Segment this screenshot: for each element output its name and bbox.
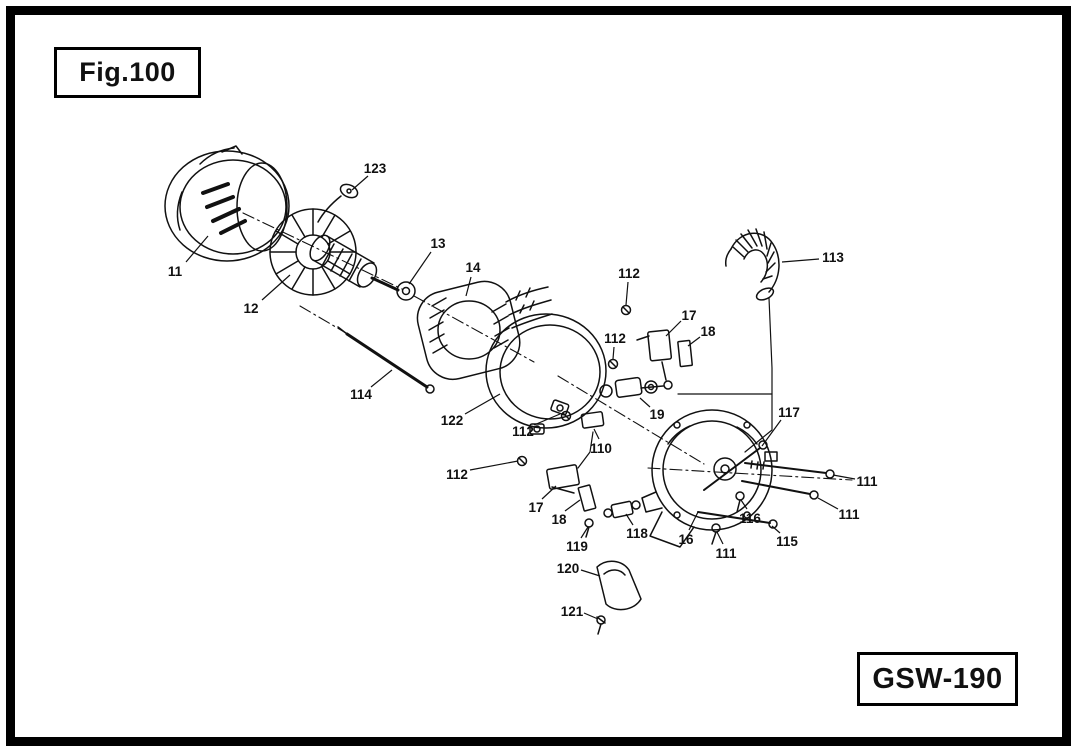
part-label-116: 116 xyxy=(739,511,761,526)
leader-line-123 xyxy=(351,175,369,191)
part-label-17: 17 xyxy=(681,308,696,323)
armature-shaft xyxy=(309,234,400,292)
leader-line-118 xyxy=(625,513,634,526)
model-label-box: GSW-190 xyxy=(857,652,1018,706)
part-label-12: 12 xyxy=(243,301,258,316)
part-label-112: 112 xyxy=(512,424,534,439)
figure-label-box: Fig.100 xyxy=(54,47,201,98)
part-label-117: 117 xyxy=(778,405,800,420)
part-label-11: 11 xyxy=(168,264,183,279)
housing-tube xyxy=(485,313,607,435)
leader-line-119 xyxy=(580,526,589,539)
model-label: GSW-190 xyxy=(872,662,1003,695)
part-label-121: 121 xyxy=(561,604,584,619)
part-label-115: 115 xyxy=(776,534,798,549)
leader-line-17 xyxy=(665,320,682,337)
part-label-111: 111 xyxy=(838,507,860,522)
stator xyxy=(416,280,553,381)
brush-holder-lower xyxy=(546,431,597,512)
screws-112 xyxy=(516,304,632,467)
part-label-16: 16 xyxy=(678,532,694,547)
fan-rotor xyxy=(269,208,357,296)
leader-line-116 xyxy=(740,499,748,510)
leader-line-113 xyxy=(781,258,820,263)
part-label-118: 118 xyxy=(626,526,648,541)
leader-line-112 xyxy=(533,413,561,426)
rod xyxy=(337,326,435,394)
brush-holder-upper xyxy=(636,329,693,381)
leader-line-117 xyxy=(761,419,782,447)
part-label-18: 18 xyxy=(551,512,567,527)
figure-label: Fig.100 xyxy=(79,57,176,87)
flexible-hose xyxy=(677,228,780,453)
part-label-113: 113 xyxy=(822,250,844,265)
leader-line-121 xyxy=(583,612,599,620)
leader-line-11 xyxy=(185,235,209,263)
leader-line-13 xyxy=(408,251,432,285)
leader-line-112 xyxy=(625,281,629,306)
leader-line-16 xyxy=(688,511,699,531)
leader-line-120 xyxy=(580,569,601,577)
part-label-119: 119 xyxy=(566,539,588,554)
part-label-112: 112 xyxy=(604,331,626,346)
leader-line-114 xyxy=(370,369,393,388)
part-labels-layer: 123 11 12 13 14 112 17 18 112 113 114 122 112 110 19 11… xyxy=(168,161,878,620)
leader-line-17 xyxy=(541,485,557,500)
wire-clip xyxy=(317,183,359,223)
leader-line-18 xyxy=(687,336,701,347)
part-label-112: 112 xyxy=(618,266,640,281)
part-label-19: 19 xyxy=(649,407,664,422)
end-bell-housing xyxy=(164,145,290,262)
leader-line-111 xyxy=(817,497,839,510)
small-fasteners xyxy=(584,491,745,635)
bearing xyxy=(396,281,416,301)
leader-line-110 xyxy=(593,428,600,440)
connector-118 xyxy=(603,500,641,519)
part-label-111: 111 xyxy=(715,546,737,561)
leader-line-111 xyxy=(716,531,724,545)
part-label-17: 17 xyxy=(528,500,543,515)
part-label-112: 112 xyxy=(446,467,468,482)
leader-line-122 xyxy=(464,393,501,415)
part-label-111: 111 xyxy=(856,474,878,489)
part-label-110: 110 xyxy=(590,441,612,456)
leader-line-12 xyxy=(261,274,291,301)
bolts-right xyxy=(697,440,835,529)
leader-line-14 xyxy=(465,276,472,297)
main-body xyxy=(641,409,778,548)
leader-line-112 xyxy=(612,346,615,360)
guard-plate xyxy=(596,560,642,611)
terminal-assembly xyxy=(580,376,673,429)
leader-line-111 xyxy=(832,474,856,480)
part-label-18: 18 xyxy=(700,324,716,339)
leader-line-112 xyxy=(469,460,519,471)
center-axis-lines xyxy=(242,212,853,481)
part-label-13: 13 xyxy=(430,236,446,251)
part-label-14: 14 xyxy=(465,260,481,275)
part-label-123: 123 xyxy=(364,161,387,176)
part-label-122: 122 xyxy=(441,413,464,428)
part-label-114: 114 xyxy=(350,387,372,402)
leader-line-19 xyxy=(639,397,651,408)
leader-line-18 xyxy=(564,499,581,512)
leader-line-115 xyxy=(771,525,781,534)
part-label-120: 120 xyxy=(557,561,580,576)
page-border-frame xyxy=(6,6,1071,746)
